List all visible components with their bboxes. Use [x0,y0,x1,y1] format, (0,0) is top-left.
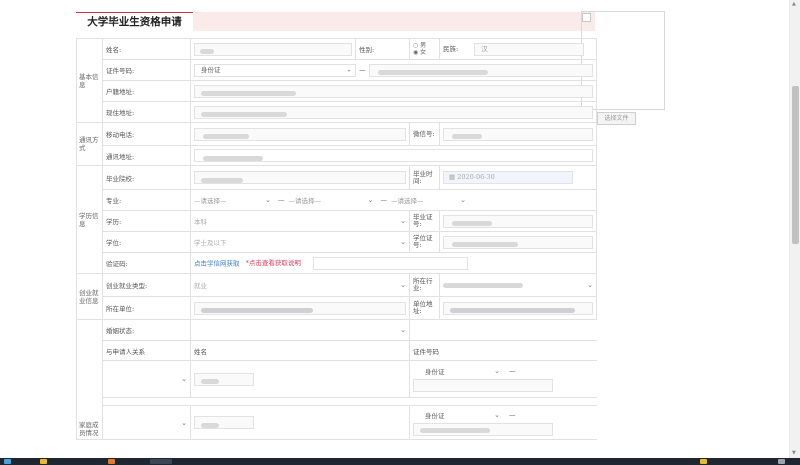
degree-cert-label: 学位证号: [409,231,440,253]
vertical-scrollbar[interactable]: ▲ ▼ [789,0,800,458]
chevron-down-icon: ⌄ [346,65,352,74]
major-select-1[interactable]: —请选择—⌄ [194,196,271,205]
xuexin-link[interactable]: 点击学信网获取 [194,259,240,267]
mail-address-label: 通讯地址: [102,145,191,166]
id-number-input[interactable] [368,63,593,77]
family-id-type-select-2[interactable]: 身份证⌄ [425,410,500,420]
chevron-down-icon: ⌄ [181,418,187,427]
company-input[interactable] [194,301,406,315]
application-form: 基本信息 姓名: 性别: ○ 男 ◉ 女 民族: 汉 证件号码: 身份证⌄ — [76,38,597,440]
section-education: 学历信息 [76,165,103,274]
scroll-down-icon[interactable]: ▼ [792,450,796,456]
verify-help-link[interactable]: *点击查看获取说明 [245,259,301,267]
chevron-down-icon: ⌄ [587,281,593,289]
verify-code-label: 验证码: [102,252,191,274]
chevron-down-icon: ⌄ [367,196,374,204]
notification-icon[interactable] [778,459,785,464]
chevron-down-icon: ⌄ [494,367,500,375]
section-family: 家庭成员情况 [76,319,103,440]
chevron-down-icon: ⌄ [400,217,406,225]
cert-no-label: 毕业证号: [409,210,440,232]
industry-select[interactable]: ⌄ [439,273,597,297]
major-label: 专业: [102,189,191,211]
hukou-address-label: 户籍地址: [102,80,191,102]
family-id-type-select-1[interactable]: 身份证⌄ [425,367,500,376]
employment-type-select[interactable]: 就业⌄ [190,273,410,297]
name-label: 姓名: [102,38,191,60]
gender-radio-group[interactable]: ○ 男 ◉ 女 [409,38,440,60]
scrollbar-thumb[interactable] [792,86,799,244]
cert-no-input[interactable] [443,214,593,228]
radio-male-icon[interactable]: ○ [413,42,419,49]
chevron-down-icon: ⌄ [400,281,406,289]
choose-file-button[interactable]: 选择文件 [597,112,636,125]
nation-input[interactable]: 汉 [474,42,585,56]
current-address-label: 现住地址: [102,101,191,123]
tray-icon[interactable] [700,459,707,464]
family-id-input-2[interactable] [413,422,553,436]
bachelor-label: 学位: [102,231,191,253]
company-label: 所在单位: [102,296,191,320]
industry-label: 所在行业: [409,273,440,297]
chevron-down-icon: ⌄ [400,238,406,246]
app-icon[interactable] [150,459,172,464]
grad-time-label: 毕业时间: [409,165,440,190]
mail-address-input[interactable] [194,149,593,162]
section-basic-info: 基本信息 [76,38,103,123]
degree-cert-input[interactable] [443,235,593,249]
verify-code-input[interactable] [312,256,468,270]
wechat-label: 微信号: [409,122,440,146]
mobile-label: 移动电话: [102,122,191,146]
degree-label: 学历: [102,210,191,232]
chevron-down-icon: ⌄ [265,196,271,204]
family-id-header: 证件号码 [409,340,597,361]
chevron-down-icon: ⌄ [400,326,406,334]
school-label: 毕业院校: [102,165,191,190]
marital-label: 婚姻状态: [102,319,191,341]
radio-female-icon[interactable]: ◉ [413,49,419,56]
taskbar [0,458,800,465]
header-checkbox[interactable] [582,13,591,22]
family-name-header: 姓名 [190,340,410,361]
chevron-down-icon: ⌄ [460,196,466,204]
id-type-select[interactable]: 身份证⌄ [194,63,356,77]
bachelor-select[interactable]: 学士及以下⌄ [190,231,410,253]
company-address-label: 单位地址: [409,296,440,320]
company-address-input[interactable] [443,301,593,315]
chevron-down-icon: ⌄ [494,410,500,419]
relation-header: 与申请人关系 [102,340,191,361]
page-header: 大学毕业生资格申请 [76,12,595,32]
current-address-input[interactable] [194,105,593,119]
wechat-input[interactable] [443,127,593,141]
major-select-2[interactable]: —请选择—⌄ [288,196,374,205]
id-label: 证件号码: [102,59,191,81]
folder-icon[interactable] [40,459,47,464]
gender-label: 性别: [355,38,410,60]
chevron-down-icon: ⌄ [181,375,187,383]
grad-time-input[interactable]: ▦ 2020-06-30 [443,171,573,184]
scroll-up-icon[interactable]: ▲ [792,1,796,7]
nation-label: 民族: [443,44,459,53]
start-icon[interactable] [4,459,11,464]
family-name-input-1[interactable] [194,372,254,386]
section-contact: 通讯方式 [76,122,103,166]
relation-select-2[interactable]: ⌄ [102,405,191,440]
major-select-3[interactable]: —请选择—⌄ [391,196,466,205]
degree-select[interactable]: 本科⌄ [190,210,410,232]
mobile-input[interactable] [194,127,406,141]
name-input[interactable] [194,42,352,56]
calendar-icon: ▦ [449,173,456,181]
marital-select[interactable]: ⌄ [190,319,410,341]
hukou-address-input[interactable] [194,84,593,98]
employment-type-label: 创业就业类型: [102,273,191,297]
family-name-input-2[interactable] [194,416,254,429]
section-employment: 创业就业信息 [76,273,103,320]
page-title: 大学毕业生资格申请 [76,12,193,32]
family-id-input-1[interactable] [413,379,553,392]
relation-select-1[interactable]: ⌄ [102,360,191,398]
browser-icon[interactable] [108,459,115,464]
school-input[interactable] [194,171,406,184]
